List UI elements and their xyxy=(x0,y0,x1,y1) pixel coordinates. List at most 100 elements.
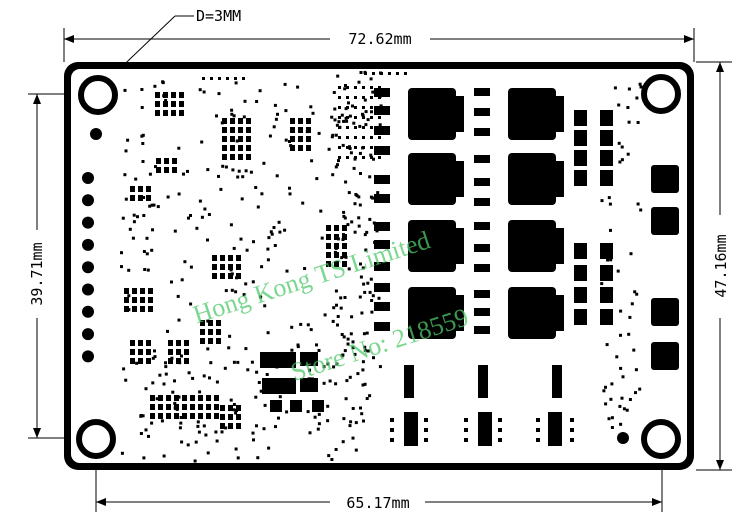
via xyxy=(362,332,366,336)
via xyxy=(162,94,166,98)
via xyxy=(337,159,340,163)
via xyxy=(285,269,289,273)
via-field xyxy=(120,70,643,463)
smd-pad xyxy=(474,264,490,272)
via xyxy=(362,106,365,109)
chip-pad xyxy=(342,252,347,258)
via xyxy=(263,403,267,407)
mosfet-tab xyxy=(454,161,464,197)
via xyxy=(615,355,619,359)
chip-pad xyxy=(138,349,143,355)
chip-pad xyxy=(163,101,168,107)
via xyxy=(140,134,144,138)
smd-pad xyxy=(474,308,490,316)
connector-pin xyxy=(82,283,94,296)
chip-pad xyxy=(230,118,235,124)
via xyxy=(635,96,639,100)
chip-pad xyxy=(163,110,168,116)
via xyxy=(187,371,191,375)
chip-pad xyxy=(498,438,502,442)
via xyxy=(600,282,604,286)
via xyxy=(151,356,155,360)
chip-pad xyxy=(220,405,225,411)
via xyxy=(311,380,315,384)
via xyxy=(352,121,356,125)
via xyxy=(239,237,243,241)
via xyxy=(344,255,348,259)
chip-pad xyxy=(168,340,173,346)
via xyxy=(308,431,312,435)
via xyxy=(182,172,185,176)
via xyxy=(339,296,343,300)
via xyxy=(173,379,176,383)
via xyxy=(288,140,291,143)
via xyxy=(602,389,606,393)
via xyxy=(342,214,346,218)
via xyxy=(346,126,349,129)
smd-pad xyxy=(374,194,390,203)
via xyxy=(341,238,345,241)
via xyxy=(242,77,245,80)
via xyxy=(164,372,168,376)
via xyxy=(243,99,247,103)
via xyxy=(245,248,249,252)
via xyxy=(124,197,128,201)
via xyxy=(153,355,157,359)
via xyxy=(291,360,295,364)
via xyxy=(132,213,136,217)
via xyxy=(171,390,175,394)
height-holes-label: 39.71mm xyxy=(28,242,46,305)
via xyxy=(265,373,269,376)
via xyxy=(156,205,160,209)
via xyxy=(252,240,255,244)
via xyxy=(365,397,369,400)
chip-pad xyxy=(168,358,173,364)
chip-pad xyxy=(236,423,241,429)
via xyxy=(310,377,314,381)
via xyxy=(180,278,184,282)
via xyxy=(235,276,238,280)
via xyxy=(356,372,360,376)
smd-pad xyxy=(574,170,587,186)
via xyxy=(633,290,637,294)
mosfet-body xyxy=(408,88,456,140)
via xyxy=(179,421,183,425)
smd-pad xyxy=(474,244,490,252)
smd-pad xyxy=(260,352,296,368)
chip-pad xyxy=(390,418,394,422)
chip-pad xyxy=(236,273,241,279)
via xyxy=(236,456,240,460)
via xyxy=(198,390,202,394)
mosfet-body xyxy=(508,287,556,339)
via xyxy=(370,106,373,109)
via xyxy=(219,187,223,191)
via xyxy=(358,151,362,155)
connector-pin xyxy=(82,305,94,318)
chip-pad xyxy=(228,255,233,261)
via xyxy=(610,382,614,386)
chip-pad xyxy=(130,340,135,346)
via xyxy=(354,106,357,109)
chip-pad xyxy=(148,306,153,312)
via xyxy=(336,315,340,318)
via xyxy=(365,230,369,234)
via xyxy=(362,116,365,119)
via xyxy=(370,86,373,89)
chip-pad xyxy=(424,438,428,442)
via xyxy=(361,383,365,387)
smd-pad xyxy=(474,155,490,163)
via xyxy=(609,258,613,262)
via xyxy=(359,262,362,266)
via xyxy=(359,406,362,410)
via xyxy=(309,105,313,109)
chip-pad xyxy=(228,273,233,279)
chip-pad xyxy=(342,225,347,231)
smd-pad xyxy=(374,302,390,311)
via xyxy=(249,170,253,174)
via xyxy=(338,96,341,99)
via xyxy=(364,110,368,114)
mosfet-tab xyxy=(454,96,464,132)
via xyxy=(639,85,643,89)
via xyxy=(173,229,177,233)
via xyxy=(332,91,336,94)
